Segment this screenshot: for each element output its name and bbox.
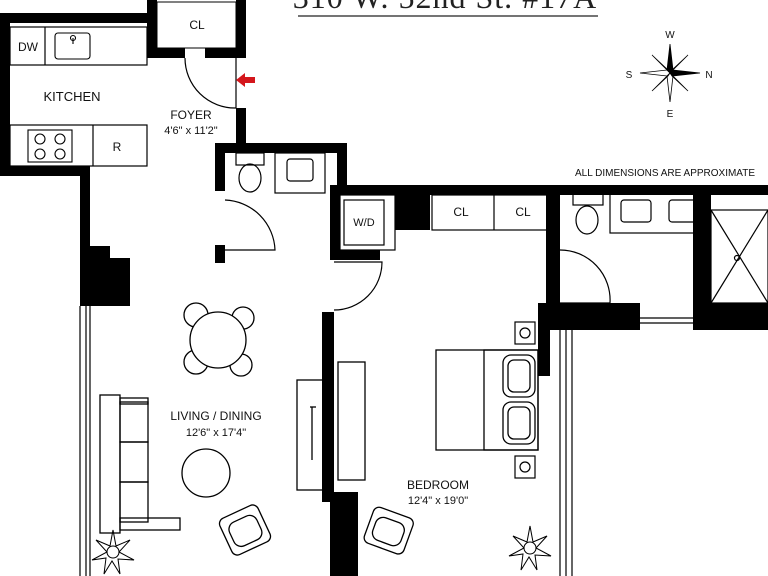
bedroom-closet-2-label: CL (515, 205, 531, 219)
refrigerator-label: R (113, 140, 122, 154)
bed (435, 349, 539, 451)
bath-two-fixtures (572, 192, 768, 304)
foyer-closet-label: CL (189, 18, 205, 32)
kitchen-label: KITCHEN (43, 89, 100, 104)
washer-dryer-closet (339, 194, 396, 251)
dishwasher-label: DW (18, 40, 39, 54)
coffee-table (181, 448, 231, 498)
media-console (296, 379, 325, 491)
living-dims: 12'6" x 17'4" (186, 427, 246, 439)
foyer-closet (156, 1, 237, 49)
dresser (337, 361, 366, 481)
dining-set (183, 302, 255, 377)
living-label: LIVING / DINING (170, 409, 261, 423)
nightstands (514, 321, 536, 479)
plant-living (91, 529, 135, 575)
bedroom-label: BEDROOM (407, 478, 469, 492)
washer-dryer-label: W/D (353, 217, 374, 229)
armchair-bedroom (363, 506, 414, 555)
entry-arrow (236, 73, 255, 87)
address-title: 310 W. 52nd St. #17A (293, 0, 597, 15)
compass-south: S (626, 70, 633, 81)
sofa (99, 394, 181, 534)
compass-north: N (705, 70, 712, 81)
foyer-dims: 4'6" x 11'2" (164, 125, 217, 137)
entry-door (184, 57, 237, 109)
bedroom-door (333, 261, 383, 311)
bath-one-door (224, 199, 276, 251)
stove-burners (27, 129, 73, 163)
approximate-note: ALL DIMENSIONS ARE APPROXIMATE (575, 168, 755, 179)
compass-west: W (665, 30, 675, 41)
bedroom-closets (431, 194, 557, 231)
kitchen-sink (54, 32, 91, 60)
bath-two-door (559, 249, 611, 304)
window-walls (79, 13, 693, 576)
foyer-label: FOYER (170, 108, 212, 122)
plant-bedroom (508, 525, 552, 571)
compass-rose (639, 43, 701, 103)
compass-east: E (667, 109, 674, 120)
kitchen-counters (9, 26, 148, 167)
bath-one-fixtures (235, 152, 326, 194)
bedroom-closet-1-label: CL (453, 205, 469, 219)
bedroom-dims: 12'4" x 19'0" (408, 495, 468, 507)
armchair-living (218, 504, 272, 556)
